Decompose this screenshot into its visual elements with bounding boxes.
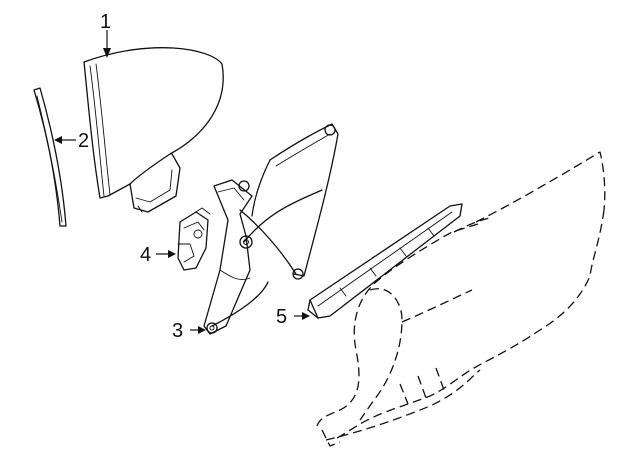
- callout-1: 1: [100, 11, 111, 33]
- leader-lines: [54, 30, 310, 334]
- part-3-window-regulator: [203, 123, 339, 335]
- callout-labels: 1 2 3 4 5: [78, 11, 287, 342]
- callout-4: 4: [140, 244, 151, 266]
- callout-2: 2: [78, 130, 89, 152]
- callout-3: 3: [172, 320, 183, 342]
- arrow-4: [168, 250, 176, 258]
- callout-5: 5: [276, 306, 287, 328]
- arrow-1: [103, 48, 111, 58]
- arrow-3: [198, 326, 206, 334]
- body-panel-outline: [315, 151, 606, 447]
- arrow-2: [54, 136, 62, 144]
- part-2-seal-strip: [33, 87, 67, 227]
- arrow-5: [302, 312, 310, 320]
- part-4-window-motor: [177, 207, 211, 271]
- part-5-rail: [307, 203, 463, 319]
- part-1-quarter-glass: [83, 47, 224, 213]
